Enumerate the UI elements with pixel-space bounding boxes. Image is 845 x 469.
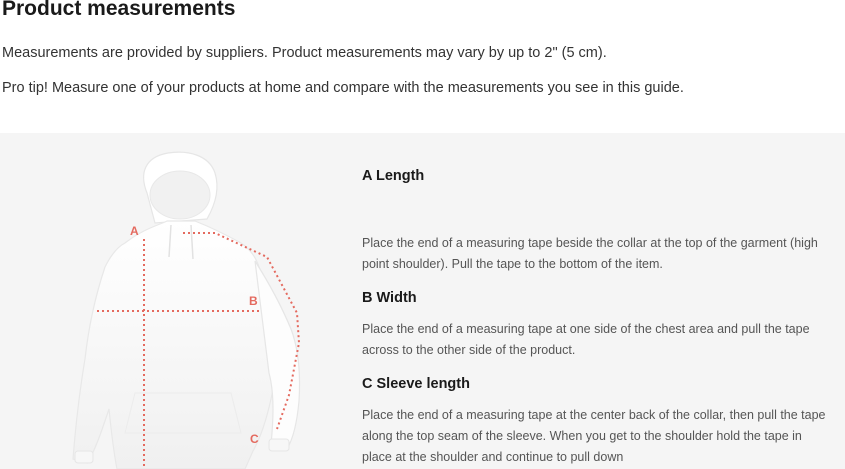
- measurement-panel: A B C A Length Place the end of a measur…: [0, 133, 845, 469]
- measurement-a-description: Place the end of a measuring tape beside…: [362, 236, 818, 271]
- measurement-a-body: Place the end of a measuring tape beside…: [362, 233, 832, 275]
- measurement-c: C Sleeve length: [362, 376, 832, 392]
- marker-c-label: C: [250, 432, 259, 446]
- sleeve-measure-line: [183, 232, 301, 430]
- page-title: Product measurements: [2, 0, 236, 20]
- measurement-c-body: Place the end of a measuring tape at the…: [362, 405, 832, 468]
- intro-pro-tip: Pro tip! Measure one of your products at…: [2, 80, 684, 96]
- measurement-b: B Width: [362, 290, 832, 306]
- measurement-c-title: C Sleeve length: [362, 376, 470, 392]
- measurement-b-title: B Width: [362, 290, 417, 306]
- measurement-b-description: Place the end of a measuring tape at one…: [362, 322, 810, 357]
- measurement-a: A Length: [362, 168, 832, 184]
- measurement-c-description: Place the end of a measuring tape at the…: [362, 408, 826, 464]
- measurement-b-body: Place the end of a measuring tape at one…: [362, 319, 832, 361]
- marker-b-label: B: [249, 294, 258, 308]
- hoodie-icon: [72, 151, 301, 469]
- measurement-a-title: A Length: [362, 168, 425, 184]
- hoodie-measurement-illustration: A B C: [72, 151, 301, 469]
- marker-a-label: A: [130, 224, 139, 238]
- intro-supplier-note: Measurements are provided by suppliers. …: [2, 45, 607, 61]
